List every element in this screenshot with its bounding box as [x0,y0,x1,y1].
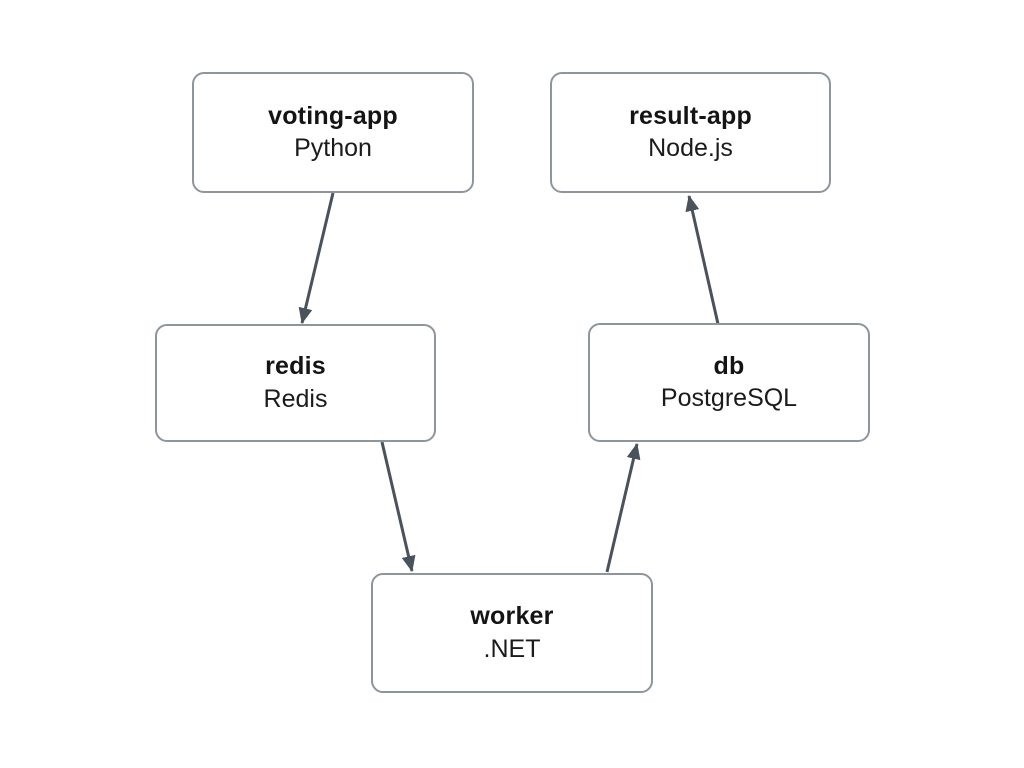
node-voting-app-subtitle: Python [294,134,372,162]
edge-redis-to-worker [380,441,416,572]
node-db[interactable]: db PostgreSQL [588,323,870,442]
node-db-subtitle: PostgreSQL [660,384,798,412]
node-result-app[interactable]: result-app Node.js [550,72,831,193]
node-voting-app-title: voting-app [268,101,398,130]
node-worker-title: worker [470,602,554,630]
node-result-app-subtitle: Node.js [648,134,733,162]
node-result-app-title: result-app [629,101,752,130]
edge-votingapp-to-redis [298,192,335,324]
node-redis-subtitle: Redis [263,384,328,413]
node-worker-subtitle: .NET [483,634,541,663]
node-redis-title: redis [265,352,326,380]
edge-db-to-resultapp [685,195,720,325]
node-db-title: db [713,351,745,380]
node-voting-app[interactable]: voting-app Python [192,72,474,193]
node-worker[interactable]: worker .NET [371,573,653,693]
node-redis[interactable]: redis Redis [155,324,436,442]
edge-worker-to-db [605,443,641,573]
